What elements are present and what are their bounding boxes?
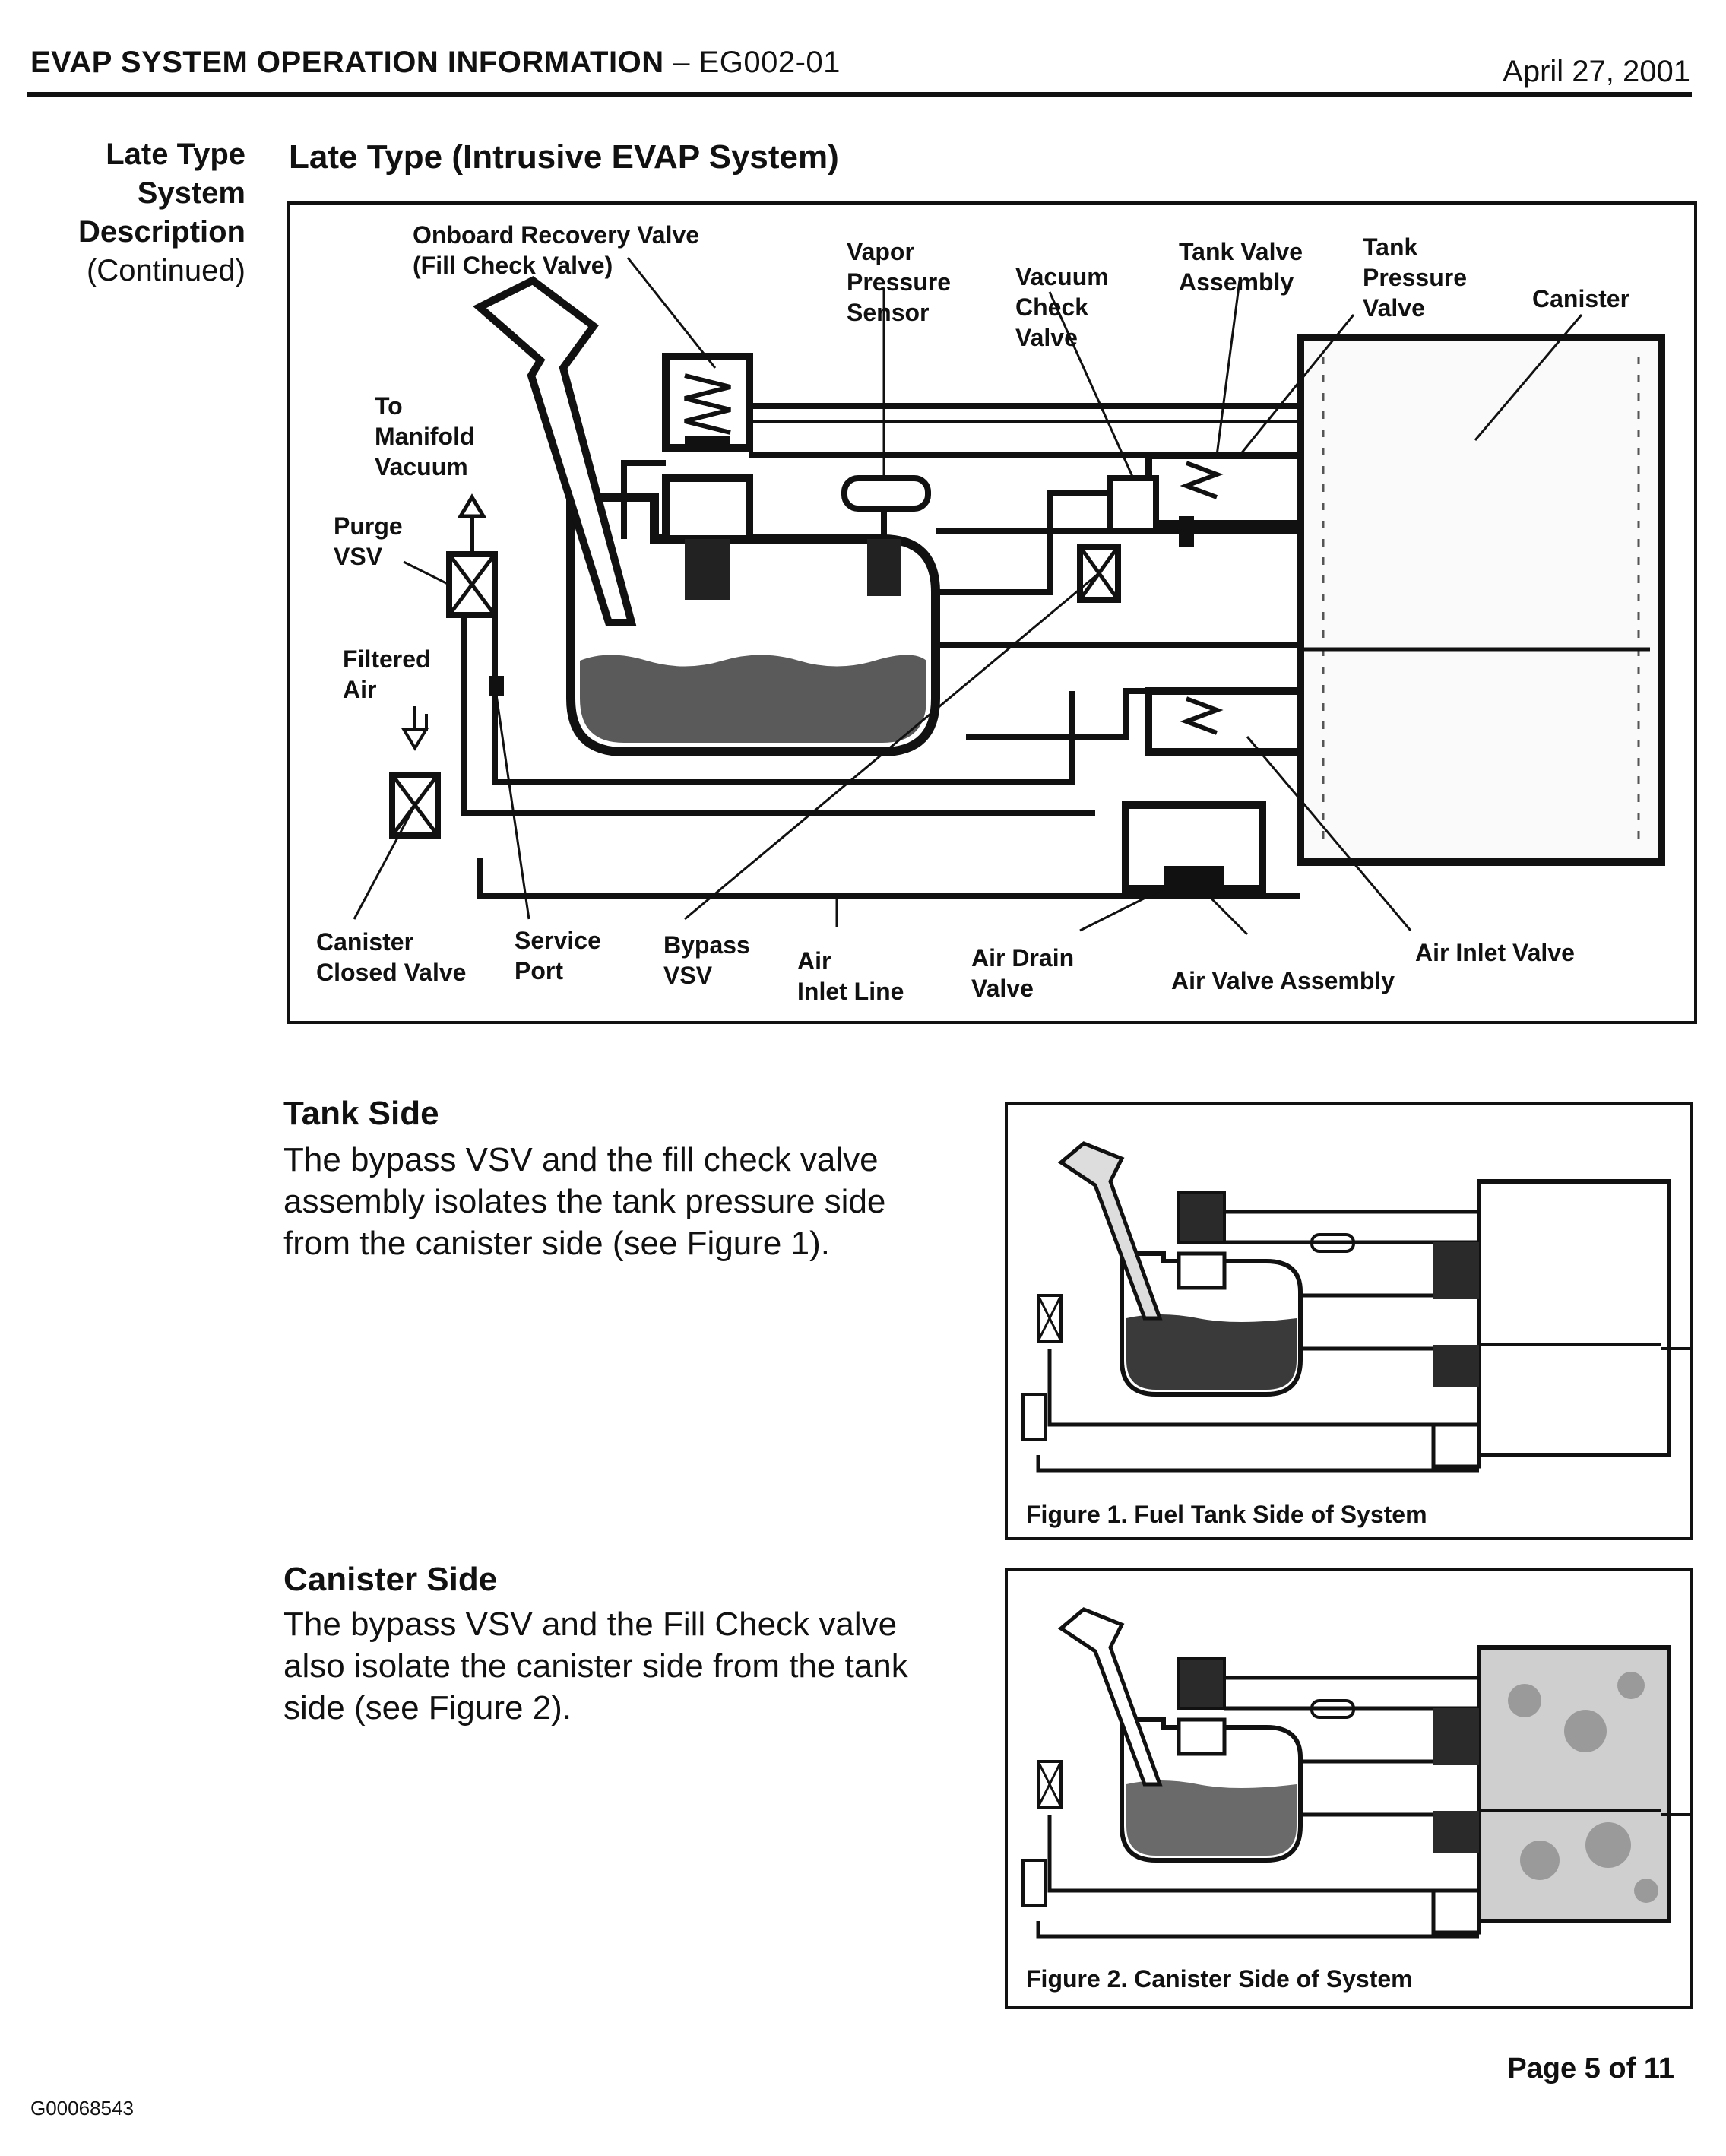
side-heading: Late Type System Description (Continued) [78,138,245,287]
figure-2: Figure 2. Canister Side of System [1005,1568,1693,2009]
figure-2-caption: Figure 2. Canister Side of System [1026,1965,1413,1993]
tank-valve-assembly [1145,452,1304,528]
label-bypass-vsv: Bypass VSV [663,931,750,989]
label-canister-closed-valve: Canister Closed Valve [316,928,467,986]
label-filtered-air: Filtered Air [343,645,431,703]
document-code: – EG002-01 [673,46,841,79]
canister-side-heading: Canister Side [283,1561,498,1598]
figure-1-caption: Figure 1. Fuel Tank Side of System [1026,1501,1427,1528]
figure-2-drawing [1021,1607,1690,1939]
label-to-manifold-vacuum: To Manifold Vacuum [375,392,475,480]
document-id: G00068543 [30,2097,134,2120]
filtered-air-arrow [401,728,429,751]
air-inlet-valve [1145,687,1304,756]
label-tank-valve-assembly: Tank Valve Assembly [1179,238,1303,296]
canister-body [1297,334,1665,866]
canister-side-text: The bypass VSV and the Fill Check valve … [283,1606,908,1726]
label-air-inlet-valve: Air Inlet Valve [1415,939,1575,966]
document-date: April 27, 2001 [1503,55,1690,88]
page-number: Page 5 of 11 [1507,2053,1674,2085]
label-vapor-pressure-sensor: Vapor Pressure Sensor [847,238,951,326]
document-title: EVAP SYSTEM OPERATION INFORMATION – EG00… [30,46,841,79]
label-vacuum-check-valve: Vacuum Check Valve [1015,263,1109,351]
label-tank-pressure-valve: Tank Pressure Valve [1363,233,1467,322]
label-onboard-recovery-valve: Onboard Recovery Valve (Fill Check Valve… [413,221,700,279]
manifold-arrow [457,493,487,518]
tank-side-heading: Tank Side [283,1095,439,1132]
label-canister: Canister [1532,285,1630,312]
evap-diagram-drawing [353,257,1665,936]
figure-1: Figure 1. Fuel Tank Side of System [1005,1102,1693,1540]
label-air-valve-assembly: Air Valve Assembly [1171,967,1395,994]
section-title: Late Type (Intrusive EVAP System) [289,138,839,176]
fuel-level [580,655,926,743]
label-air-inlet-line: Air Inlet Line [797,947,904,1005]
figure-1-drawing [1021,1141,1690,1473]
vapor-pressure-sensor [841,475,931,512]
tank-side-text: The bypass VSV and the fill check valve … [283,1141,886,1262]
service-port [489,676,504,696]
label-purge-vsv: Purge VSV [334,512,403,570]
label-service-port: Service Port [515,927,601,984]
header-rule [27,92,1692,97]
filler-neck [473,276,637,626]
evap-system-diagram: Onboard Recovery Valve (Fill Check Valve… [287,201,1697,1024]
label-air-drain-valve: Air Drain Valve [971,944,1075,1002]
